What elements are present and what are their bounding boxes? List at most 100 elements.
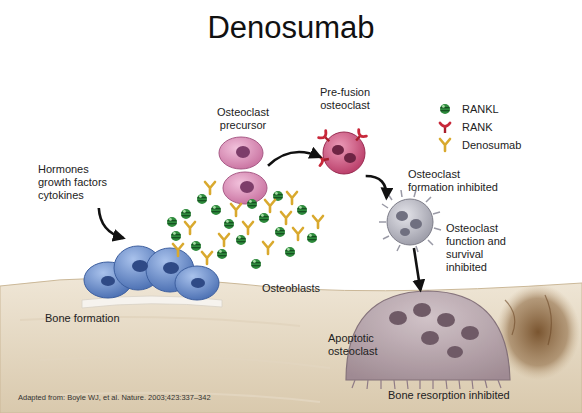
arrow-connector xyxy=(414,248,421,290)
legend-text: Denosumab xyxy=(462,139,521,152)
bone-matrix xyxy=(20,317,330,402)
osteoclast-precursor-cells xyxy=(236,146,250,158)
rankl-molecules xyxy=(251,259,261,269)
denosumab-antibodies xyxy=(231,204,241,216)
rankl-molecules xyxy=(224,219,234,229)
cell-label: Pre-fusion osteoclast xyxy=(300,86,390,112)
osteoclast-precursor-cells xyxy=(223,172,267,204)
osteoblast-node: OsteoblastsBone formation xyxy=(85,238,217,306)
denosumab-antibodies xyxy=(205,182,215,194)
osteoclast-precursor-cells xyxy=(219,137,263,169)
pre-fusion-osteoclast-cell xyxy=(318,130,366,174)
apoptotic-osteoclast-cell xyxy=(447,346,463,358)
bone-matrix xyxy=(505,295,551,345)
denosumab-antibodies xyxy=(173,244,183,256)
diagram-title: Denosumab xyxy=(0,10,582,46)
rankl-molecules xyxy=(247,199,257,209)
denosumab-antibodies xyxy=(243,222,253,234)
inhibited-osteoclast-cell xyxy=(379,190,441,252)
pre-fusion-osteoclast-cell xyxy=(332,145,344,155)
inhibited-osteoclast-cell xyxy=(387,199,433,245)
inhibited-cell-node: Osteoclast formation inhibited xyxy=(386,198,434,248)
cell-label: Apoptotic osteoclast xyxy=(328,332,400,358)
inhibited-osteoclast-cell xyxy=(410,219,422,229)
legend-swatch xyxy=(436,101,454,117)
rankl-molecules xyxy=(236,235,246,245)
osteoblast-cells xyxy=(191,278,205,288)
rankl-molecules xyxy=(191,241,201,251)
denosumab-antibodies xyxy=(265,200,275,212)
osteoclast-precursor-cells xyxy=(240,181,254,193)
osteoblast-cells xyxy=(84,246,219,300)
inhibited-osteoclast-cell xyxy=(379,190,441,252)
legend: RANKL RANK Denosumab xyxy=(436,100,521,154)
legend-text: RANK xyxy=(462,121,493,134)
cell-label: Osteoblasts xyxy=(262,282,342,295)
rankl-molecules xyxy=(197,194,207,204)
legend-text: RANKL xyxy=(462,103,499,116)
cell-label: Osteoclast formation inhibited xyxy=(408,168,508,194)
apoptotic-osteoclast-cell xyxy=(389,311,407,325)
inhibited-osteoclast-cell xyxy=(400,228,410,236)
legend-symbol xyxy=(440,104,450,114)
pre-fusion-osteoclast-cell xyxy=(318,154,330,166)
pre-fusion-osteoclast-cell xyxy=(352,130,366,144)
osteoclast-node: Apoptotic osteoclastBone resorption inhi… xyxy=(345,290,510,382)
rankl-molecules xyxy=(297,205,307,215)
rankl-molecules xyxy=(167,191,317,269)
legend-swatch xyxy=(436,137,454,153)
precursor-cell-node: Osteoclast precursor xyxy=(218,135,268,205)
process-label: Bone formation xyxy=(45,312,145,325)
rankl-molecules xyxy=(307,233,317,243)
rankl-molecules xyxy=(217,249,227,259)
arrow-connector xyxy=(366,176,387,198)
pre-fusion-osteoclast-cell xyxy=(319,131,333,145)
denosumab-antibodies xyxy=(185,222,195,234)
prefusion-cell-node: Pre-fusion osteoclast xyxy=(320,130,368,176)
cell-label: Osteoclast precursor xyxy=(203,106,283,132)
inhibited-osteoclast-cell xyxy=(396,211,408,221)
apoptotic-osteoclast-cell xyxy=(352,380,501,389)
bone-matrix xyxy=(0,277,582,413)
process-label: Bone resorption inhibited xyxy=(388,389,558,402)
apoptotic-osteoclast-cell xyxy=(421,331,439,345)
arrow-connector xyxy=(268,152,320,166)
denosumab-antibodies xyxy=(173,182,323,264)
rankl-molecules xyxy=(171,231,181,241)
pre-fusion-osteoclast-cell xyxy=(344,153,356,163)
rankl-molecules xyxy=(259,213,269,223)
legend-symbol xyxy=(440,139,450,151)
apoptotic-osteoclast-cell xyxy=(461,326,479,340)
denosumab-antibodies xyxy=(293,228,303,240)
rankl-molecules xyxy=(275,227,285,237)
legend-symbol xyxy=(440,123,450,133)
bone-matrix xyxy=(0,277,582,413)
denosumab-antibodies xyxy=(219,234,229,246)
osteoblast-cells xyxy=(175,266,219,300)
source-caption: Adapted from: Boyle WJ, et al. Nature. 2… xyxy=(18,393,211,403)
osteoblast-cells xyxy=(132,260,148,272)
signal-text-node: Hormones growth factors cytokines xyxy=(38,162,122,208)
osteoblast-cells xyxy=(101,276,115,286)
rankl-molecules xyxy=(181,209,191,219)
denosumab-antibodies xyxy=(313,216,323,228)
edge-label: Osteoclast function and survival inhibit… xyxy=(446,222,518,274)
denosumab-antibodies xyxy=(202,252,212,264)
osteoblast-cells xyxy=(163,262,179,274)
rankl-molecules xyxy=(285,247,295,257)
rankl-molecules xyxy=(167,217,177,227)
arrow-connector xyxy=(99,208,124,238)
legend-row: Denosumab xyxy=(436,136,521,154)
rankl-molecules xyxy=(211,205,221,215)
denosumab-antibodies xyxy=(281,212,291,224)
apoptotic-osteoclast-cell xyxy=(413,303,431,317)
signal-label: Hormones growth factors cytokines xyxy=(38,163,122,202)
osteoclast-precursor-cells xyxy=(219,137,267,204)
legend-swatch xyxy=(436,119,454,135)
denosumab-antibodies xyxy=(287,192,297,204)
denosumab-antibodies xyxy=(263,242,273,254)
legend-row: RANKL xyxy=(436,100,521,118)
